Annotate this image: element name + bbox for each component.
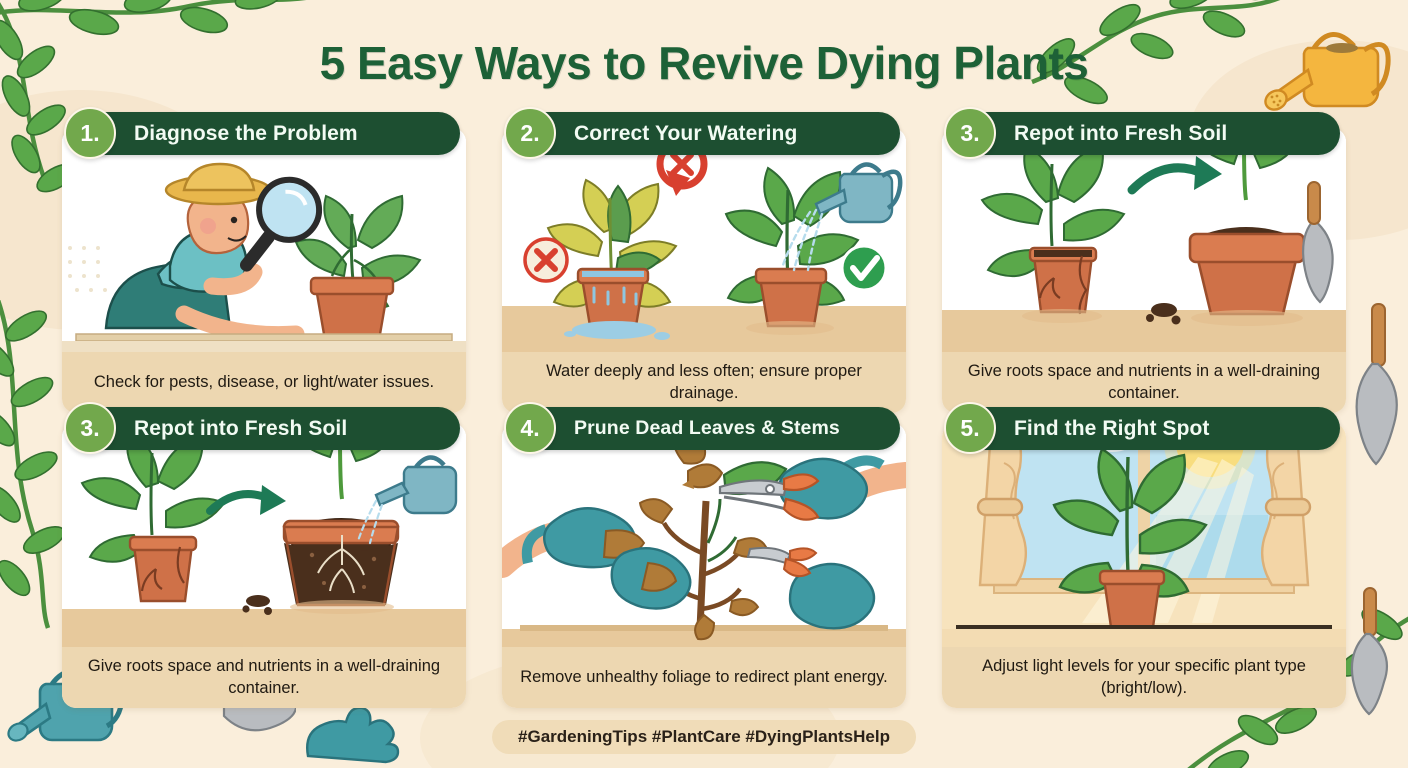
step-4-header: Repot into Fresh Soil <box>84 407 460 450</box>
step-2-header: Correct Your Watering <box>524 112 900 155</box>
step-3-number-badge: 3. <box>944 107 996 159</box>
step-card-2[interactable]: Correct Your Watering 2. Water deeply an… <box>502 107 906 413</box>
step-2-heading: Correct Your Watering <box>574 121 798 145</box>
step-6-header: Find the Right Spot <box>964 407 1340 450</box>
step-6-caption: Adjust light levels for your specific pl… <box>942 647 1346 708</box>
trowel-right-icon <box>1355 303 1398 466</box>
step-4-number-badge: 3. <box>64 402 116 454</box>
step-3-header: Repot into Fresh Soil <box>964 112 1340 155</box>
step-card-4[interactable]: Repot into Fresh Soil 3. Give roots spac… <box>62 402 466 708</box>
watering-can-icon <box>374 455 458 515</box>
arrow-icon <box>1127 156 1222 195</box>
step-5-illustration <box>502 423 906 647</box>
page-title: 5 Easy Ways to Revive Dying Plants <box>319 37 1089 89</box>
step-3-caption: Give roots space and nutrients in a well… <box>942 352 1346 413</box>
step-2-number-badge: 2. <box>504 107 556 159</box>
step-6-illustration <box>942 423 1346 647</box>
step-card-6[interactable]: Find the Right Spot 5. Adjust light leve… <box>942 402 1346 708</box>
step-5-heading: Prune Dead Leaves & Stems <box>574 417 840 439</box>
step-card-3[interactable]: Repot into Fresh Soil 3. Give roots spac… <box>942 107 1346 413</box>
step-2-caption: Water deeply and less often; ensure prop… <box>502 352 906 413</box>
check-marker <box>840 244 888 292</box>
steps-grid: Diagnose the Problem 1. Check for pests,… <box>62 107 1350 708</box>
step-3-heading: Repot into Fresh Soil <box>1014 121 1228 145</box>
cross-marker-2 <box>523 237 569 283</box>
step-4-caption: Give roots space and nutrients in a well… <box>62 647 466 708</box>
step-2-illustration <box>502 128 906 352</box>
step-card-1[interactable]: Diagnose the Problem 1. Check for pests,… <box>62 107 466 413</box>
hashtags-footer: #GardeningTips #PlantCare #DyingPlantsHe… <box>492 720 916 754</box>
step-1-number-badge: 1. <box>64 107 116 159</box>
step-1-illustration <box>62 128 466 352</box>
step-5-caption: Remove unhealthy foliage to redirect pla… <box>502 647 906 708</box>
step-5-number-badge: 4. <box>504 402 556 454</box>
step-6-number-badge: 5. <box>944 402 996 454</box>
small-shears-icon <box>746 546 818 578</box>
step-1-caption: Check for pests, disease, or light/water… <box>62 352 466 413</box>
watering-can-icon <box>814 162 903 224</box>
arrow-icon <box>206 485 286 515</box>
step-card-5[interactable]: Prune Dead Leaves & Stems 4. Remove unhe… <box>502 402 906 708</box>
step-3-illustration <box>942 128 1346 352</box>
step-4-illustration <box>62 423 466 647</box>
pruning-shears-icon <box>718 473 820 521</box>
step-5-header: Prune Dead Leaves & Stems <box>524 407 900 450</box>
step-6-heading: Find the Right Spot <box>1014 416 1210 440</box>
step-1-header: Diagnose the Problem <box>84 112 460 155</box>
step-1-heading: Diagnose the Problem <box>134 121 358 145</box>
step-4-heading: Repot into Fresh Soil <box>134 416 348 440</box>
